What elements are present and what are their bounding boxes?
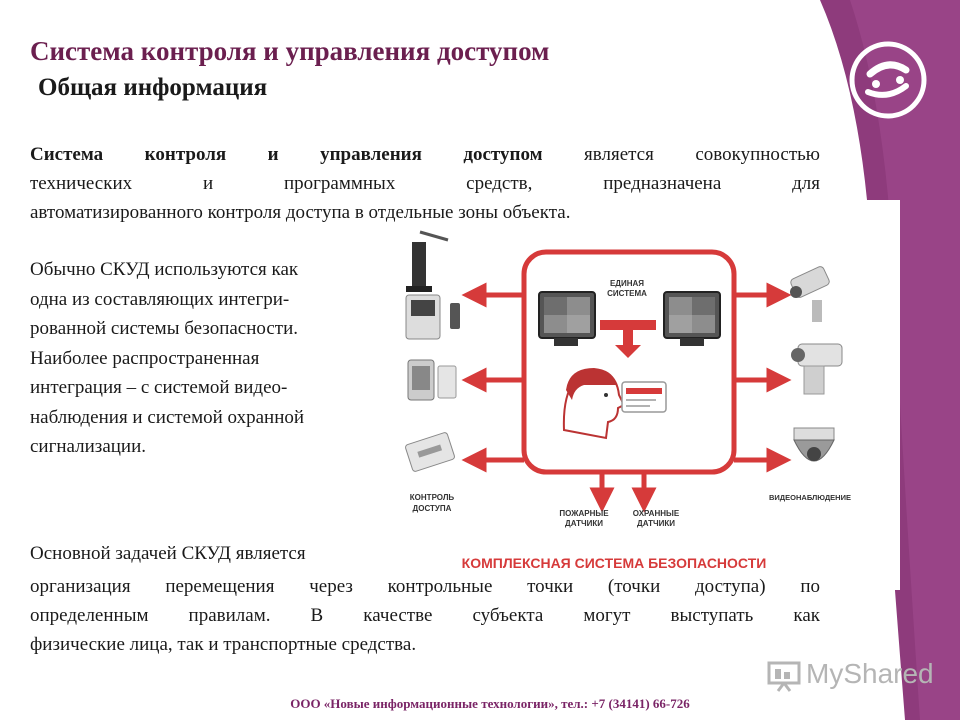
center-label-1: ЕДИНАЯ xyxy=(610,279,644,288)
camera-icon xyxy=(791,343,843,395)
fire-label-2: ДАТЧИКИ xyxy=(565,519,603,528)
usage-paragraph: Обычно СКУД используются как одна из сос… xyxy=(30,255,380,462)
lock-icon xyxy=(405,432,455,472)
task-line-2: определенным правилам. В качестве субъек… xyxy=(30,605,820,626)
usage-line: Обычно СКУД используются как xyxy=(30,259,299,280)
company-logo xyxy=(849,41,927,119)
right-arrows xyxy=(734,282,792,473)
security-system-diagram: ЕДИНАЯ СИСТЕМА КОНТРОЛЬ ДОСТУПА xyxy=(405,230,851,571)
connector-t-icon xyxy=(600,320,656,358)
intercom-icon xyxy=(405,294,460,340)
diagram-frame xyxy=(521,249,737,475)
access-label-2: ДОСТУПА xyxy=(413,504,452,513)
task-line-3: физические лица, так и транспортные сред… xyxy=(30,634,417,655)
security-label-2: ДАТЧИКИ xyxy=(637,519,675,528)
turnstile-icon xyxy=(406,230,449,292)
task-lead: Основной задачей СКУД является xyxy=(30,543,306,564)
intro-line-2: технических и программных средств, предн… xyxy=(30,173,820,194)
usage-line: рованной системы безопасности. xyxy=(30,318,299,339)
monitor-icon xyxy=(663,291,721,346)
page-subtitle: Общая информация xyxy=(38,74,268,101)
footer: ООО «Новые информационные технологии», т… xyxy=(290,696,690,711)
center-label-2: СИСТЕМА xyxy=(607,289,647,298)
monitor-icon xyxy=(538,291,596,346)
presentation-icon xyxy=(767,661,801,692)
usage-line: одна из составляющих интегри- xyxy=(30,288,290,310)
access-label-1: КОНТРОЛЬ xyxy=(410,493,455,502)
access-card-icon xyxy=(621,381,667,413)
watermark: MyShared xyxy=(766,656,936,696)
usage-line: сигнализации. xyxy=(30,436,147,457)
intro-paragraph: Система контроля и управления доступом я… xyxy=(30,140,820,227)
intro-line-3: автоматизированного контроля доступа в о… xyxy=(30,202,571,223)
task-line-1: организация перемещения через контрольны… xyxy=(30,576,820,597)
page-title: Система контроля и управления доступом xyxy=(30,36,550,66)
dome-camera-icon xyxy=(793,427,835,462)
security-label-1: ОХРАННЫЕ xyxy=(633,509,680,518)
down-arrows xyxy=(589,472,657,513)
intro-line-1: Система контроля и управления доступом я… xyxy=(30,140,820,169)
video-label: ВИДЕОНАБЛЮДЕНИЕ xyxy=(769,493,851,502)
camera-icon xyxy=(790,266,830,322)
fire-label-1: ПОЖАРНЫЕ xyxy=(559,509,609,518)
watermark-text: MyShared xyxy=(806,658,934,689)
person-head-icon xyxy=(562,368,626,440)
usage-line: Наиболее распространенная xyxy=(30,347,260,369)
left-arrows xyxy=(461,282,524,473)
intro-term: Система контроля и управления доступом xyxy=(30,144,543,165)
usage-line: интеграция – с системой видео- xyxy=(30,377,288,398)
task-paragraph: организация перемещения через контрольны… xyxy=(30,572,820,659)
diagram-caption: КОМПЛЕКСНАЯ СИСТЕМА БЕЗОПАСНОСТИ xyxy=(462,555,767,571)
usage-line: наблюдения и системой охранной xyxy=(30,406,305,428)
intro-line-1-rest: является совокупностью xyxy=(542,144,820,165)
card-reader-icon xyxy=(407,359,457,401)
